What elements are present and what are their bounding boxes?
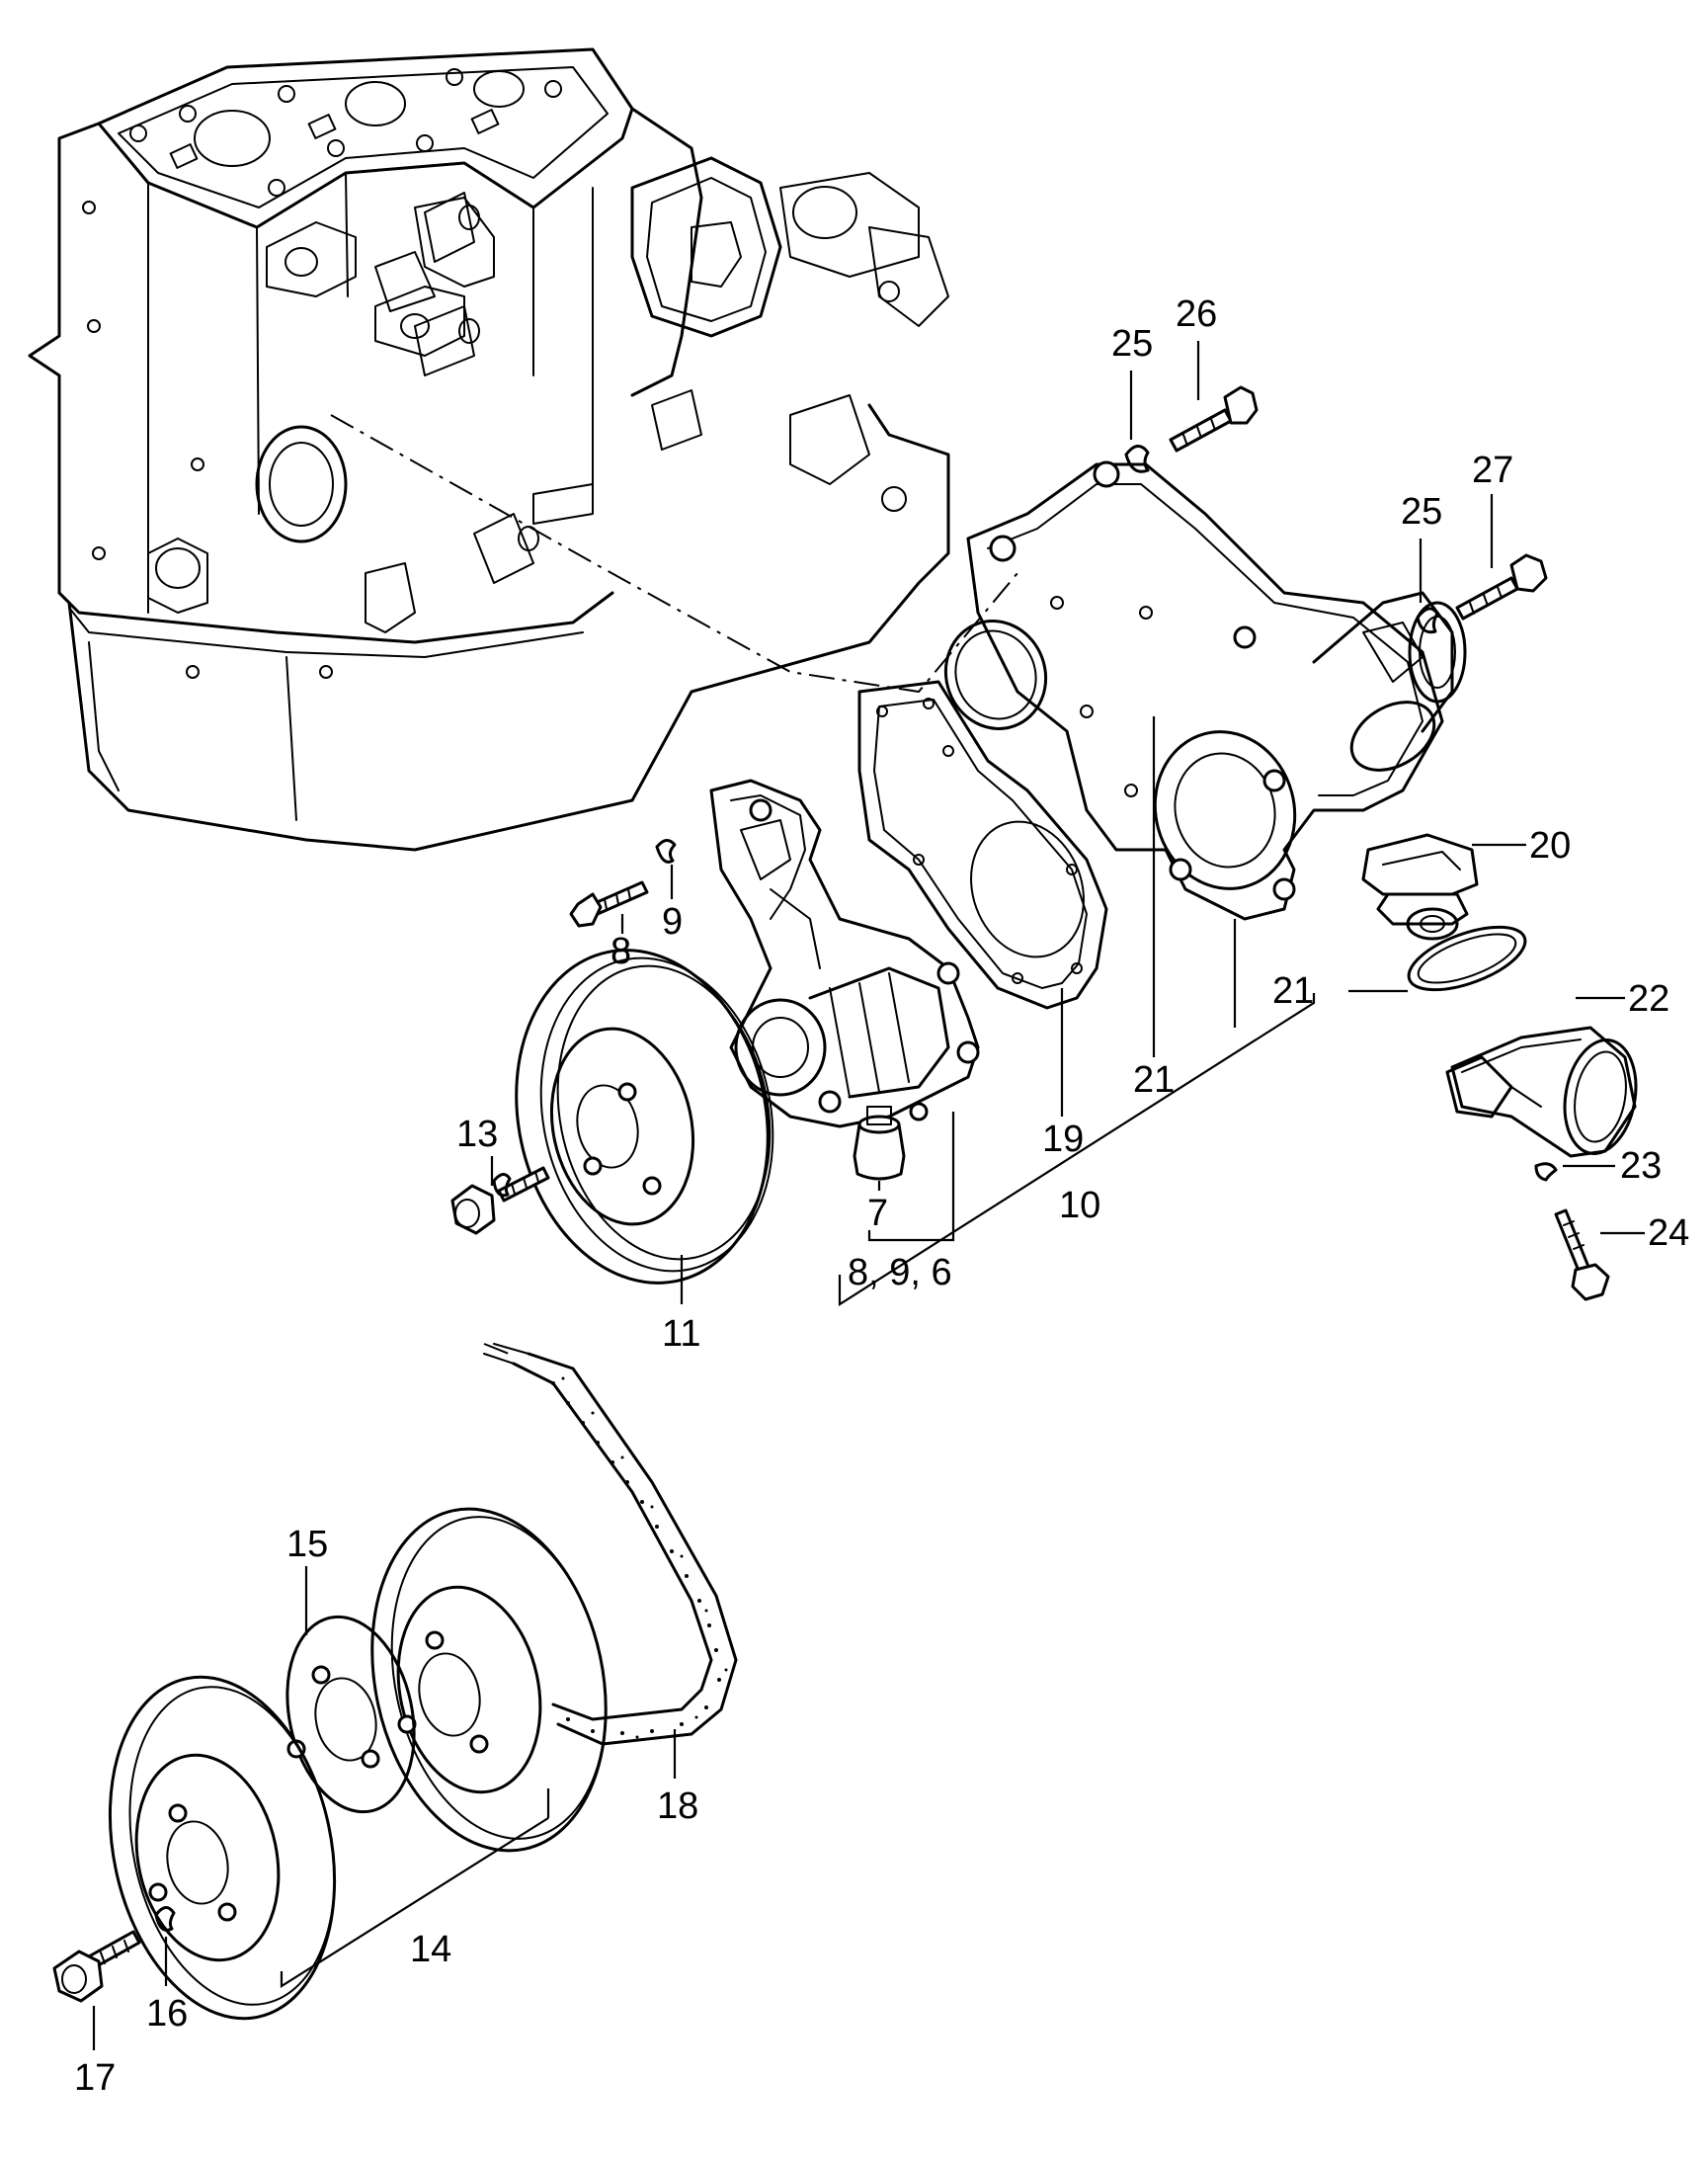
shim-15	[285, 1615, 416, 1814]
callout-9: 9	[662, 901, 683, 943]
bolt-24	[1554, 1208, 1610, 1301]
thermostat-20	[1361, 833, 1479, 941]
gasket-19	[857, 680, 1108, 1010]
callout-13: 13	[456, 1114, 498, 1155]
bolt-26	[1169, 385, 1259, 453]
callout-27: 27	[1472, 450, 1513, 491]
callout-8-9-6: 8, 9, 6	[848, 1252, 952, 1293]
callout-19: 19	[1042, 1119, 1084, 1160]
callout-22: 22	[1628, 978, 1669, 1020]
callout-labels: 26 25 27 25 20 22 21 21 19 10 23 24 8 9 …	[74, 293, 1689, 2099]
belt-18	[483, 1343, 738, 1746]
callout-10: 10	[1059, 1185, 1100, 1226]
washer-25-upper	[1124, 445, 1150, 473]
washer-23	[1534, 1162, 1558, 1182]
callout-14: 14	[410, 1929, 451, 1970]
washer-16	[154, 1906, 176, 1932]
washer-9	[655, 839, 677, 864]
bolt-8	[569, 880, 649, 928]
engine-block	[28, 47, 1018, 852]
leader-lines	[92, 341, 1645, 2050]
bolt-17	[52, 1930, 141, 2003]
callout-11: 11	[662, 1313, 700, 1355]
callout-21: 21	[1272, 970, 1314, 1012]
bolt-13	[450, 1166, 550, 1235]
pulley-14-rear	[370, 1507, 608, 1853]
callout-25: 25	[1111, 323, 1153, 365]
callout-20: 20	[1529, 825, 1571, 867]
callout-21: 21	[1133, 1059, 1175, 1101]
washer-25-lower	[1416, 607, 1439, 634]
callout-25: 25	[1401, 491, 1442, 533]
callout-18: 18	[657, 1785, 698, 1827]
o-ring-21-lower	[1407, 925, 1527, 992]
callout-16: 16	[146, 1993, 188, 2034]
pulley-11	[515, 949, 774, 1285]
callout-8: 8	[610, 931, 631, 972]
bolt-27	[1455, 553, 1548, 621]
callout-7: 7	[867, 1193, 888, 1234]
callout-17: 17	[74, 2057, 116, 2099]
callout-23: 23	[1620, 1145, 1662, 1187]
water-pump	[709, 779, 980, 1128]
callout-24: 24	[1648, 1212, 1689, 1254]
o-ring-21-upper	[943, 620, 1048, 730]
pulley-14-front	[108, 1675, 337, 2021]
callout-26: 26	[1176, 293, 1217, 335]
callout-15: 15	[286, 1524, 328, 1565]
coolant-flange-22	[1445, 1026, 1638, 1158]
pump-housing	[966, 460, 1467, 921]
plug-7	[853, 1106, 906, 1181]
